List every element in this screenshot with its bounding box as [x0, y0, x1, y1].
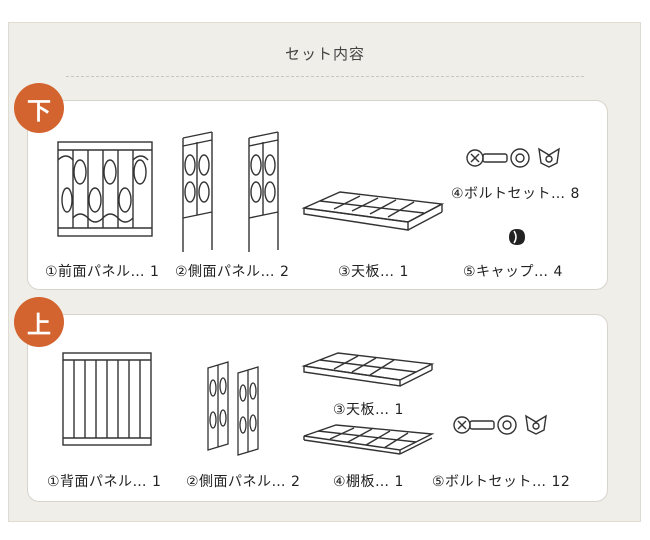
lower-item-5-label: ⑤キャップ… 4	[463, 264, 563, 280]
lower-section-card	[27, 100, 608, 290]
back-panel-illustration	[62, 352, 152, 446]
lower-item-4-label: ④ボルトセット… 8	[451, 186, 580, 202]
upper-top-board-illustration	[301, 352, 435, 387]
upper-section-card	[27, 314, 608, 502]
cap-illustration	[509, 229, 525, 245]
front-panel-illustration	[57, 141, 153, 237]
shelf-board-illustration	[303, 424, 435, 455]
upper-item-2-label: ②側面パネル… 2	[186, 474, 301, 490]
title-divider	[66, 76, 584, 77]
side-panel-illustration-right	[248, 131, 279, 252]
upper-item-4-label: ④棚板… 1	[333, 474, 404, 490]
lower-item-1-label: ①前面パネル… 1	[45, 264, 160, 280]
lower-item-3-label: ③天板… 1	[338, 264, 409, 280]
top-board-illustration	[301, 191, 445, 231]
lower-item-2-label: ②側面パネル… 2	[175, 264, 290, 280]
upper-item-3-label: ③天板… 1	[333, 402, 404, 418]
upper-item-1-label: ①背面パネル… 1	[47, 474, 162, 490]
side-panel-illustration-left	[182, 131, 213, 252]
lower-section-badge: 下	[14, 83, 64, 133]
upper-item-5-label: ⑤ボルトセット… 12	[432, 474, 571, 490]
upper-bolt-set-illustration	[453, 414, 547, 435]
bolt-set-illustration	[466, 147, 560, 168]
upper-side-panel-illustration-left	[207, 361, 229, 451]
page-title: セット内容	[284, 45, 365, 63]
upper-side-panel-illustration-right	[237, 366, 259, 456]
upper-section-badge: 上	[14, 297, 64, 347]
